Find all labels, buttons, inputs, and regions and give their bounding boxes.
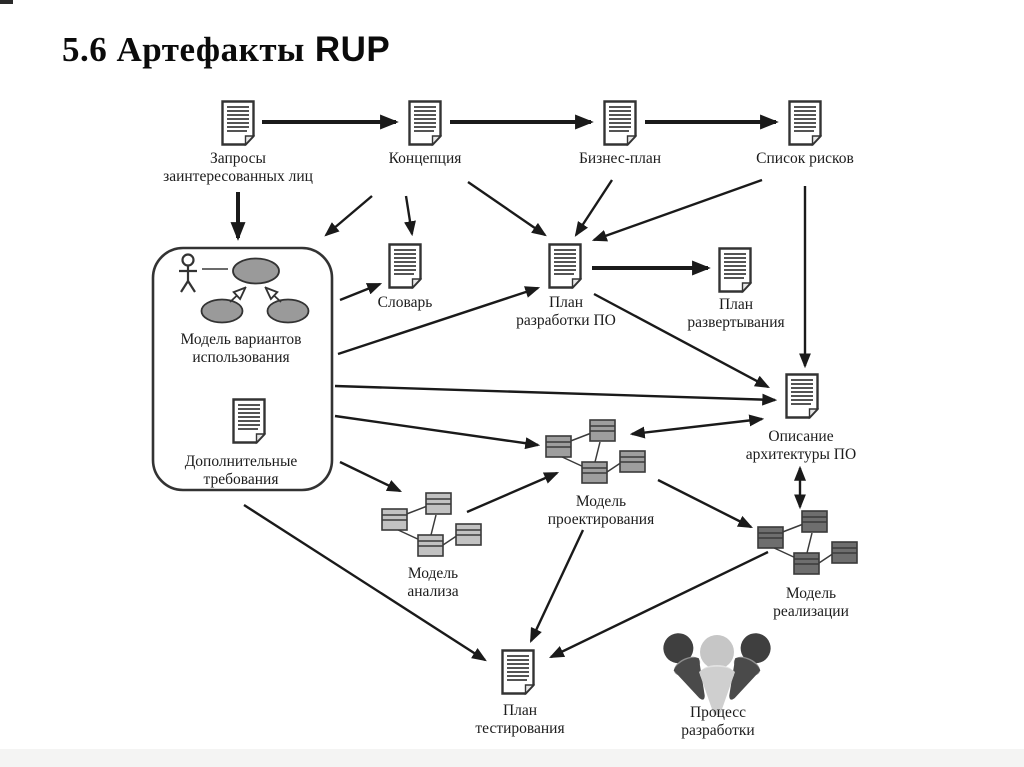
actor-icon xyxy=(179,253,197,293)
arrow-design-model-to-implementation-model xyxy=(657,478,754,529)
arrow-use-case-model-to-sw-dev-plan xyxy=(337,286,541,356)
document-icon-sw-architecture xyxy=(785,373,819,419)
bottom-band xyxy=(0,749,1024,767)
label-sw-architecture: Описание архитектуры ПО xyxy=(745,428,857,464)
design-model-cluster-icon xyxy=(545,419,646,484)
arrow-analysis-model-to-design-model xyxy=(466,471,560,514)
implementation-model-cluster-icon xyxy=(757,510,858,575)
arrow-use-case-model-to-analysis-model xyxy=(339,460,403,493)
label-vision: Концепция xyxy=(388,150,462,167)
generalization-arrows xyxy=(229,288,282,303)
document-icon-deployment-plan xyxy=(718,247,752,293)
analysis-model-cluster-icon xyxy=(381,492,482,557)
document-icon-risk-list xyxy=(788,100,822,146)
label-stakeholder-requests: Запросы заинтересованных лиц xyxy=(163,150,313,186)
document-icon-test-plan xyxy=(501,649,535,695)
arrow-vision-to-sw-dev-plan xyxy=(467,181,547,237)
arrow-sw-dev-plan-to-architecture xyxy=(593,292,770,389)
label-glossary: Словарь xyxy=(377,294,433,311)
development-process-people-icon xyxy=(663,633,771,715)
label-sw-dev-plan: План разработки ПО xyxy=(516,294,616,330)
document-icon-sw-dev-plan xyxy=(548,243,582,289)
label-test-plan: План тестирования xyxy=(475,702,565,738)
document-icon-glossary xyxy=(388,243,422,289)
arrow-use-case-model-to-glossary xyxy=(339,282,383,302)
document-icon-vision xyxy=(408,100,442,146)
arrow-risk-list-to-sw-dev-plan xyxy=(591,178,763,242)
slide-corner-mark xyxy=(0,0,13,4)
arrow-use-case-model-to-test-plan xyxy=(243,503,487,662)
label-deployment-plan: План развертывания xyxy=(687,296,785,332)
arrow-design-model-to-test-plan xyxy=(529,529,585,644)
title-rup: RUP xyxy=(314,30,391,69)
label-additional-requirements: Дополнительные требования xyxy=(184,453,298,489)
title-text: 5.6 Артефакты xyxy=(62,30,305,69)
document-icon-stakeholder-requests xyxy=(221,100,255,146)
diagram-arrows xyxy=(230,114,811,662)
arrow-vision-to-glossary xyxy=(404,195,416,237)
document-icon-additional-requirements xyxy=(232,398,266,444)
label-implementation-model: Модель реализации xyxy=(773,585,849,621)
arrow-use-case-model-to-architecture xyxy=(334,384,778,406)
use-case-ellipses xyxy=(200,257,310,324)
label-use-case-model: Модель вариантов использования xyxy=(180,331,302,367)
label-design-model: Модель проектирования xyxy=(547,493,655,529)
arrow-use-case-model-to-design-model xyxy=(334,414,541,450)
label-dev-process: Процесс разработки xyxy=(681,704,755,740)
arrow-vision-to-use-case-model xyxy=(324,195,373,237)
arrow-implementation-model-to-test-plan xyxy=(548,550,769,659)
document-icon-business-plan xyxy=(603,100,637,146)
label-risk-list: Список рисков xyxy=(756,150,854,167)
arrow-design-model-architecture-bidirectional xyxy=(629,414,765,439)
label-analysis-model: Модель анализа xyxy=(407,565,459,601)
arrow-business-plan-to-sw-dev-plan xyxy=(574,179,614,237)
label-business-plan: Бизнес-план xyxy=(578,150,662,167)
